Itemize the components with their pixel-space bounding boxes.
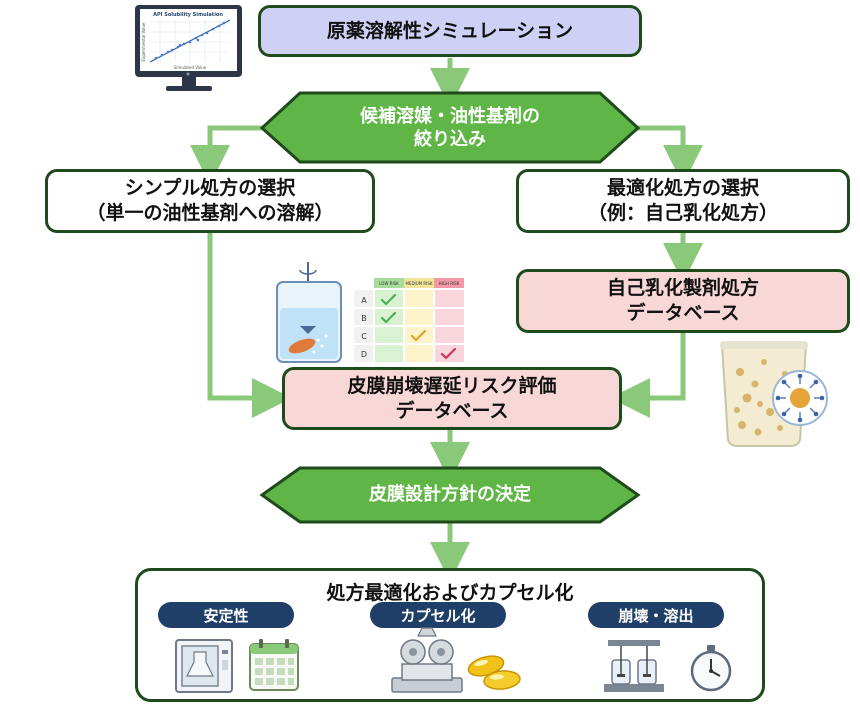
- stability-pill: 安定性: [158, 602, 294, 628]
- disintegration-dissolution-pill: 崩壊・溶出: [588, 602, 724, 628]
- stability-label: 安定性: [203, 606, 249, 625]
- optimized-formulation-line2: （例：自己乳化処方）: [587, 202, 778, 224]
- stability-chamber-icon: [175, 639, 233, 693]
- arrow-db-to-risk: [610, 333, 686, 418]
- self-emulsifying-line2: データベース: [626, 302, 740, 324]
- table-header-high: HIGH RISK: [439, 281, 460, 286]
- stopwatch-icon: [690, 645, 732, 692]
- simple-formulation-box: シンプル処方の選択 （単一の油性基剤への溶解）: [45, 169, 375, 233]
- dissolution-tester-icon: [604, 640, 664, 692]
- arrow-hex1-to-right: [628, 125, 703, 185]
- arrow-left-to-risk: [207, 233, 292, 418]
- hex1-line2: 絞り込み: [414, 129, 486, 150]
- table-row-c: C: [361, 332, 367, 341]
- table-header-low: LOW RISK: [379, 281, 399, 286]
- check-icon: [380, 311, 397, 324]
- monitor-chart-title: API Solubility Simulation: [153, 12, 223, 18]
- hex1-shape: [259, 91, 641, 164]
- arrow-hex1-to-left: [190, 125, 272, 185]
- table-row-d: D: [361, 350, 367, 359]
- solubility-simulation-label: 原薬溶解性シミュレーション: [326, 19, 574, 42]
- shell-disintegration-risk-database-box: 皮膜崩壊遅延リスク評価 データベース: [282, 367, 622, 430]
- monitor-x-label: Simulated Value: [174, 65, 207, 70]
- check-icon: [380, 293, 397, 306]
- risk-db-line1: 皮膜崩壊遅延リスク評価: [347, 374, 557, 397]
- self-emulsifying-line1: 自己乳化製剤処方: [606, 277, 759, 300]
- shell-design-policy-hexagon: 皮膜設計方針の決定: [300, 469, 600, 521]
- risk-db-line2: データベース: [395, 399, 509, 422]
- calendar-icon: [249, 639, 299, 691]
- softgel-capsule-icon: [467, 655, 521, 690]
- formulation-encapsulation-title: 処方最適化およびカプセル化: [326, 582, 574, 604]
- self-emulsifying-database-box: 自己乳化製剤処方 データベース: [516, 269, 850, 333]
- table-header-medium: MEDIUM RISK: [405, 281, 432, 286]
- simple-formulation-line2: （単一の油性基剤への溶解）: [86, 202, 334, 224]
- hex1-line1: 候補溶媒・油性基剤の: [360, 105, 540, 127]
- candidate-solvent-hexagon: 候補溶媒・油性基剤の 絞り込み: [300, 94, 600, 162]
- encapsulation-pill: カプセル化: [370, 602, 506, 628]
- optimized-formulation-line1: 最適化処方の選択: [606, 177, 759, 200]
- simple-formulation-line1: シンプル処方の選択: [124, 177, 296, 200]
- check-icon: [410, 329, 427, 342]
- encapsulation-machine-icon: [391, 627, 463, 693]
- table-row-b: B: [361, 314, 367, 323]
- encapsulation-label: カプセル化: [400, 606, 476, 625]
- check-icon: [440, 347, 457, 360]
- hex2-label: 皮膜設計方針の決定: [369, 484, 531, 506]
- solubility-simulation-box: 原薬溶解性シミュレーション: [258, 5, 642, 57]
- optimized-formulation-box: 最適化処方の選択 （例：自己乳化処方）: [516, 169, 850, 233]
- hex2-shape: [259, 466, 641, 524]
- monitor-y-label: Experimental Value: [141, 22, 146, 61]
- table-row-a: A: [361, 296, 367, 305]
- disintegration-dissolution-label: 崩壊・溶出: [618, 606, 694, 625]
